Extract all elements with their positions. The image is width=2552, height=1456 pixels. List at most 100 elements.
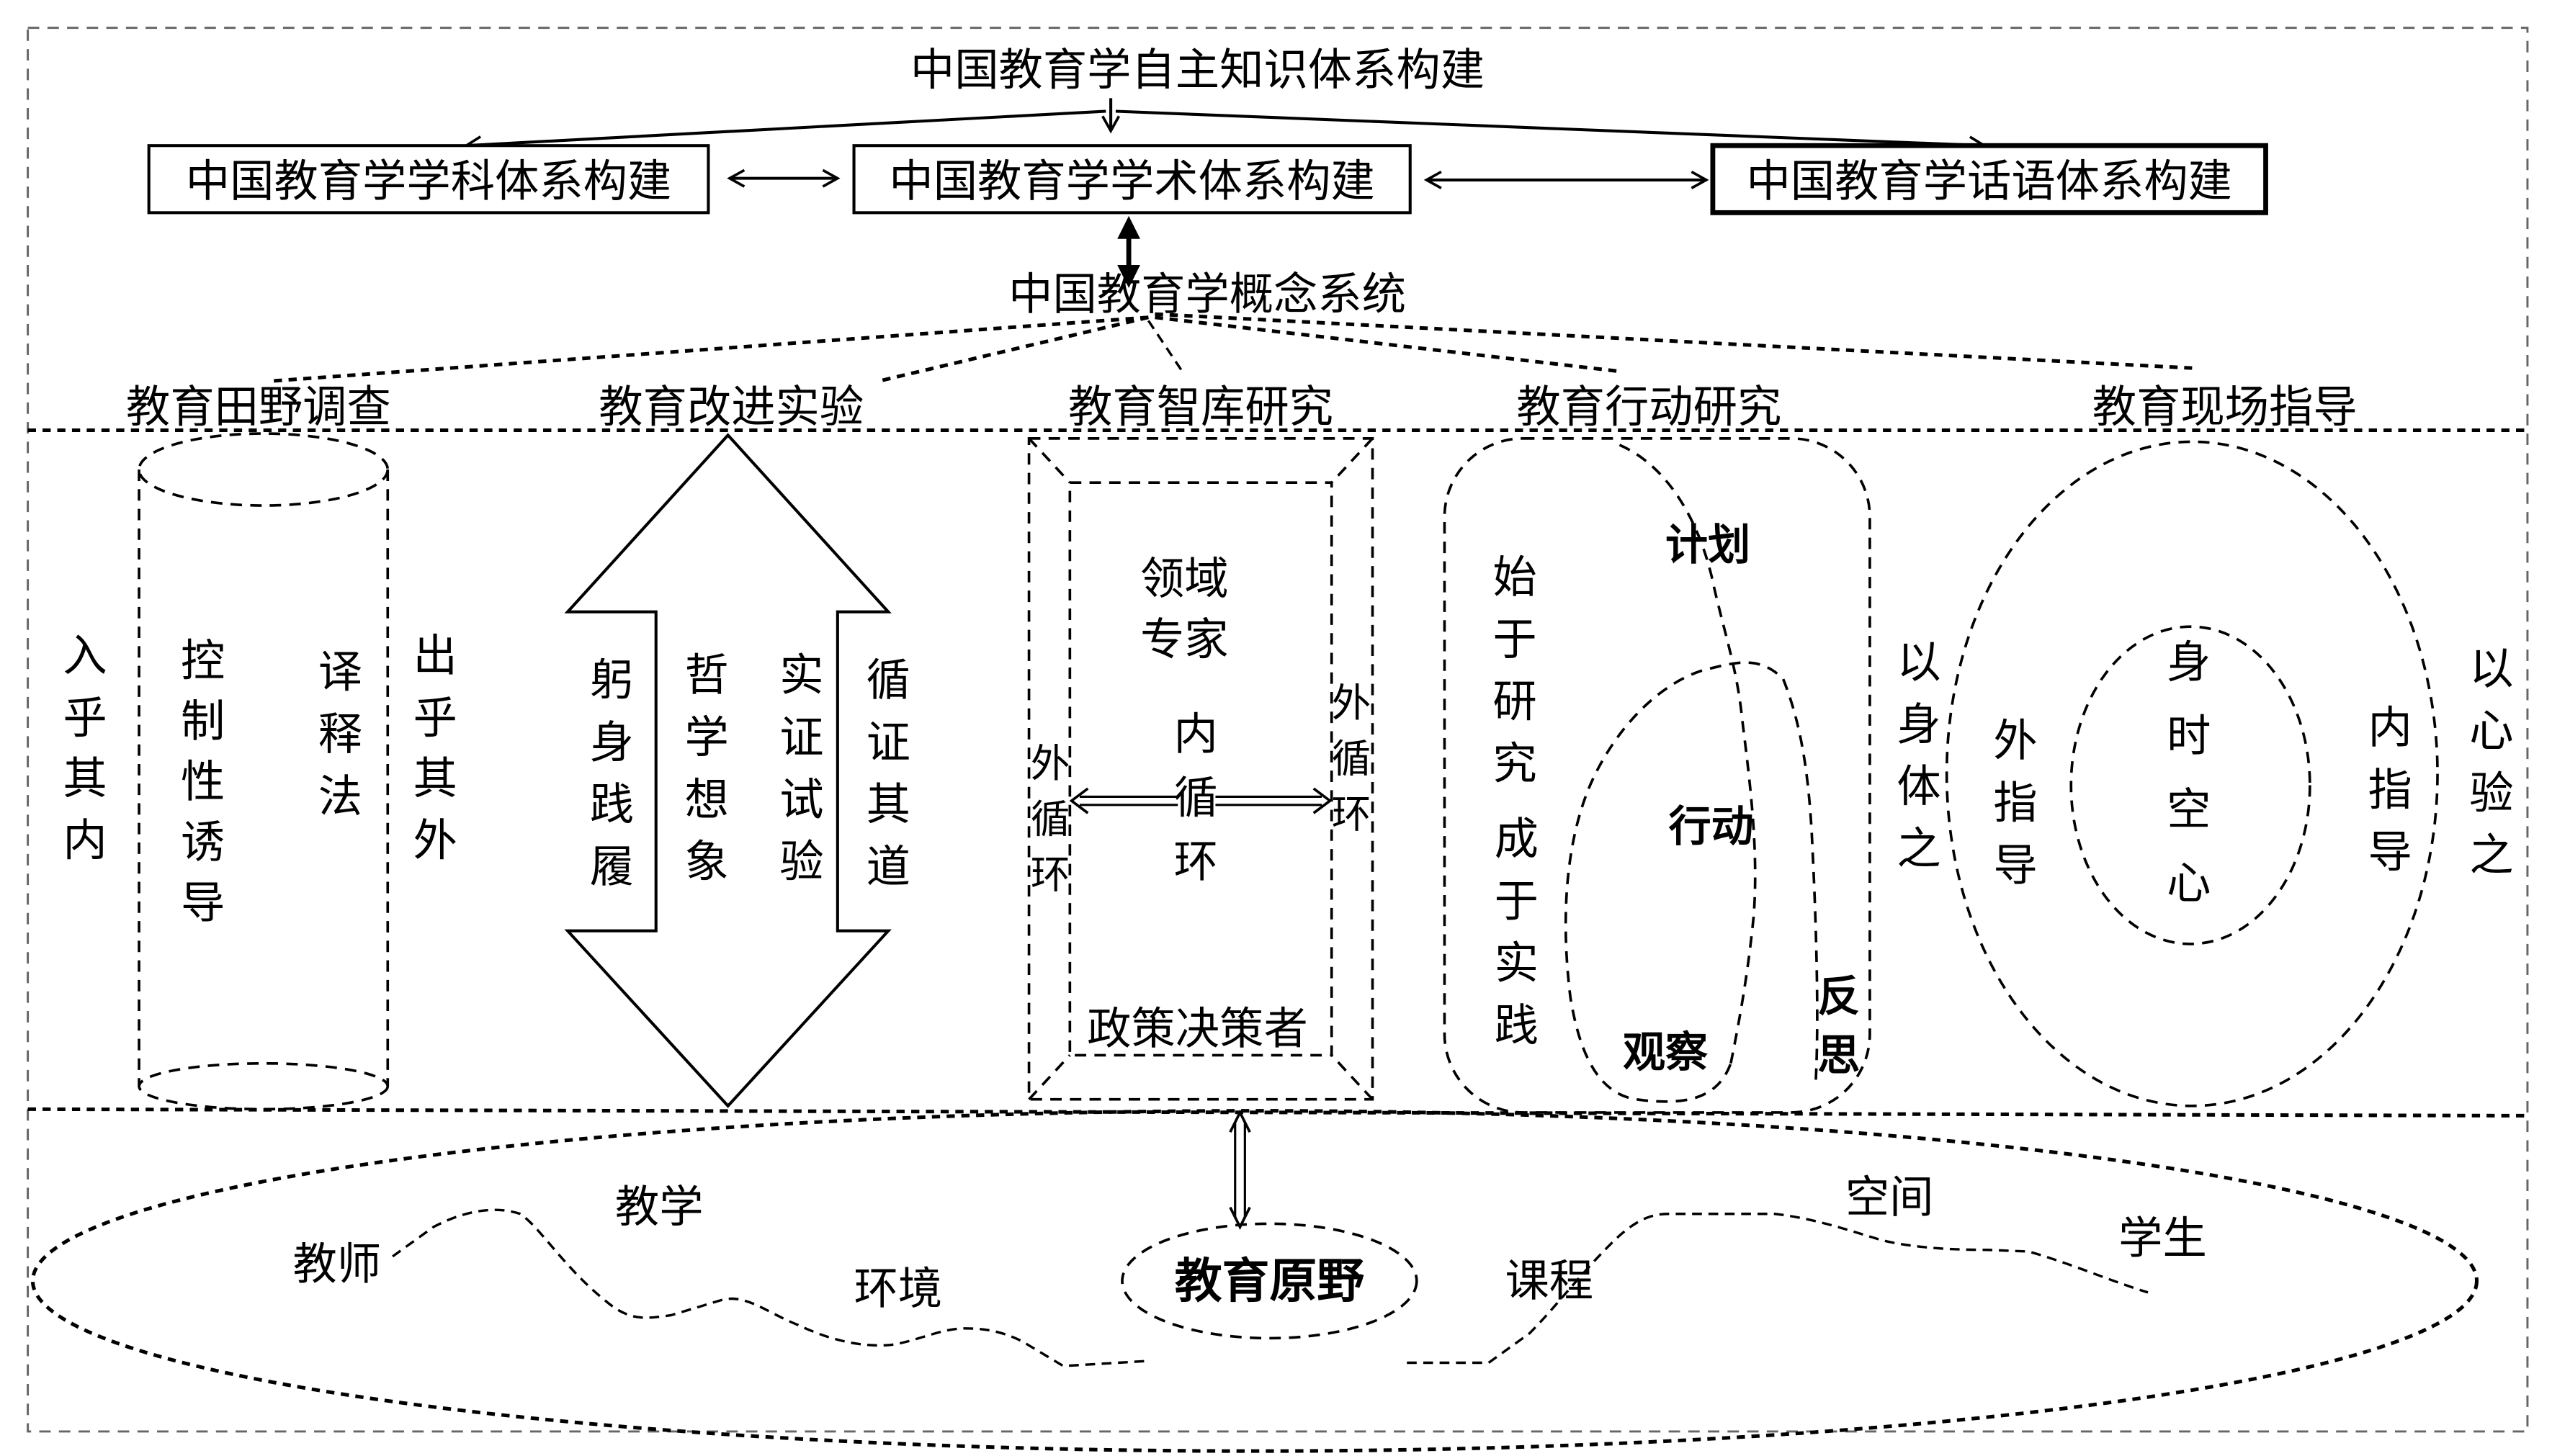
svg-text:指: 指 [1993, 778, 2037, 829]
svg-text:控: 控 [181, 635, 225, 686]
svg-text:其: 其 [63, 753, 107, 804]
svg-text:出: 出 [413, 630, 457, 681]
onsite-outer-guidance: 外 指 导 [1993, 716, 2037, 891]
svg-text:证: 证 [779, 712, 823, 763]
education-field-ellipse [30, 1109, 2479, 1453]
svg-text:成: 成 [1495, 814, 1539, 865]
field-student: 学生 [2118, 1213, 2207, 1264]
method-title-improvement-experiment: 教育改进实验 [599, 382, 864, 433]
education-field-center-ellipse [1121, 1222, 1418, 1340]
svg-text:领域: 领域 [1140, 554, 1229, 605]
svg-text:哲: 哲 [684, 650, 728, 701]
root-title: 中国教育学自主知识体系构建 [910, 45, 1485, 96]
svg-text:验: 验 [2469, 768, 2513, 819]
svg-text:学: 学 [684, 712, 728, 763]
action-research-outer [1443, 437, 1871, 1114]
arrow-root-to-discourse [1115, 109, 1987, 155]
action-research-action: 行动 [1669, 801, 1754, 851]
svg-text:释: 释 [318, 709, 362, 760]
svg-text:履: 履 [590, 842, 634, 893]
arrow-academic-concept [1117, 215, 1140, 288]
svg-text:身: 身 [2167, 637, 2211, 688]
svg-text:验: 验 [779, 837, 823, 888]
svg-text:身: 身 [590, 717, 634, 768]
arrow-thinktank-to-field [1229, 1109, 1251, 1230]
svg-text:想: 想 [684, 774, 728, 825]
svg-text:乎: 乎 [413, 693, 457, 744]
action-research-plan: 计划 [1665, 520, 1750, 570]
field-environment: 环境 [854, 1264, 943, 1315]
svg-text:道: 道 [867, 842, 910, 893]
svg-text:究: 究 [1492, 738, 1536, 789]
field-survey-outer-right: 出 乎 其 外 [413, 630, 457, 866]
svg-text:导: 导 [181, 878, 225, 929]
svg-text:之: 之 [1897, 824, 1940, 875]
svg-text:外: 外 [1031, 740, 1070, 786]
svg-text:循: 循 [867, 655, 910, 706]
field-survey-cylinder [138, 432, 390, 1111]
svg-text:外: 外 [413, 815, 457, 866]
svg-text:研: 研 [1492, 676, 1536, 727]
svg-text:体: 体 [1897, 761, 1940, 812]
onsite-inner-ellipse [2069, 625, 2311, 945]
field-teacher: 教师 [293, 1239, 382, 1290]
divider-bottom [27, 1107, 2528, 1118]
think-tank-frame [1027, 437, 1374, 1101]
svg-text:导: 导 [1993, 840, 2037, 891]
svg-text:制: 制 [181, 696, 225, 747]
svg-text:译: 译 [318, 647, 362, 698]
svg-text:导: 导 [2368, 827, 2412, 878]
action-research-end-col: 成 于 实 践 [1495, 814, 1539, 1051]
improvement-col-3: 实 证 试 验 [779, 650, 823, 888]
arrow-root-to-discipline [463, 109, 1106, 155]
improvement-col-2: 哲 学 想 象 [684, 650, 728, 888]
svg-text:乎: 乎 [63, 693, 107, 744]
action-research-reflect: 反 思 [1817, 971, 1860, 1080]
svg-text:于: 于 [1495, 876, 1539, 927]
onsite-inner-guidance: 内 指 导 [2368, 702, 2412, 878]
svg-text:外: 外 [1332, 680, 1371, 726]
svg-text:环: 环 [1332, 791, 1371, 837]
box-discourse-label: 中国教育学话语体系构建 [1746, 156, 2232, 207]
svg-text:专家: 专家 [1140, 614, 1229, 665]
svg-text:循: 循 [1332, 735, 1371, 781]
svg-text:指: 指 [2368, 765, 2412, 816]
svg-text:外: 外 [1993, 716, 2037, 767]
improvement-col-1: 躬 身 践 履 [590, 655, 634, 893]
method-title-think-tank: 教育智库研究 [1068, 382, 1333, 433]
svg-text:环: 环 [1174, 837, 1218, 888]
action-research-action-curve [1564, 661, 1819, 1103]
svg-text:内: 内 [1174, 709, 1218, 760]
svg-text:以: 以 [1897, 637, 1940, 688]
svg-text:于: 于 [1492, 614, 1536, 665]
svg-text:空: 空 [2167, 784, 2211, 835]
svg-text:心: 心 [2469, 706, 2513, 757]
think-tank-inner-loop: 内 循 环 [1174, 709, 1218, 888]
think-tank-policy-makers: 政策决策者 [1087, 1003, 1308, 1054]
svg-text:其: 其 [413, 753, 457, 804]
svg-text:环: 环 [1031, 852, 1070, 898]
svg-text:法: 法 [318, 771, 362, 822]
svg-text:时: 时 [2167, 711, 2211, 762]
svg-text:性: 性 [181, 756, 225, 807]
action-research-plan-curve [1618, 444, 1757, 1064]
outer-frame [27, 27, 2529, 1433]
onsite-outer-right: 以 心 验 之 [2469, 644, 2513, 881]
svg-text:试: 试 [779, 774, 823, 825]
improvement-double-arrow [564, 433, 892, 1108]
svg-text:内: 内 [2368, 702, 2412, 753]
svg-text:循: 循 [1031, 796, 1070, 842]
concept-connectors [269, 312, 2193, 383]
think-tank-domain-experts: 领域 专家 [1140, 554, 1229, 665]
svg-text:其: 其 [867, 779, 910, 830]
think-tank-loop-arrow [1069, 787, 1333, 814]
education-field-landscape-right [1407, 1213, 2149, 1365]
field-survey-inner-right: 译 释 法 [318, 647, 362, 822]
think-tank-outer-loop-left: 外 循 环 [1031, 740, 1070, 898]
field-survey-outer-left: 入 乎 其 内 [63, 630, 107, 866]
svg-text:以: 以 [2469, 644, 2513, 695]
think-tank-outer-loop-right: 外 循 环 [1332, 680, 1371, 837]
svg-text:践: 践 [590, 779, 634, 830]
method-title-action-research: 教育行动研究 [1516, 382, 1781, 433]
